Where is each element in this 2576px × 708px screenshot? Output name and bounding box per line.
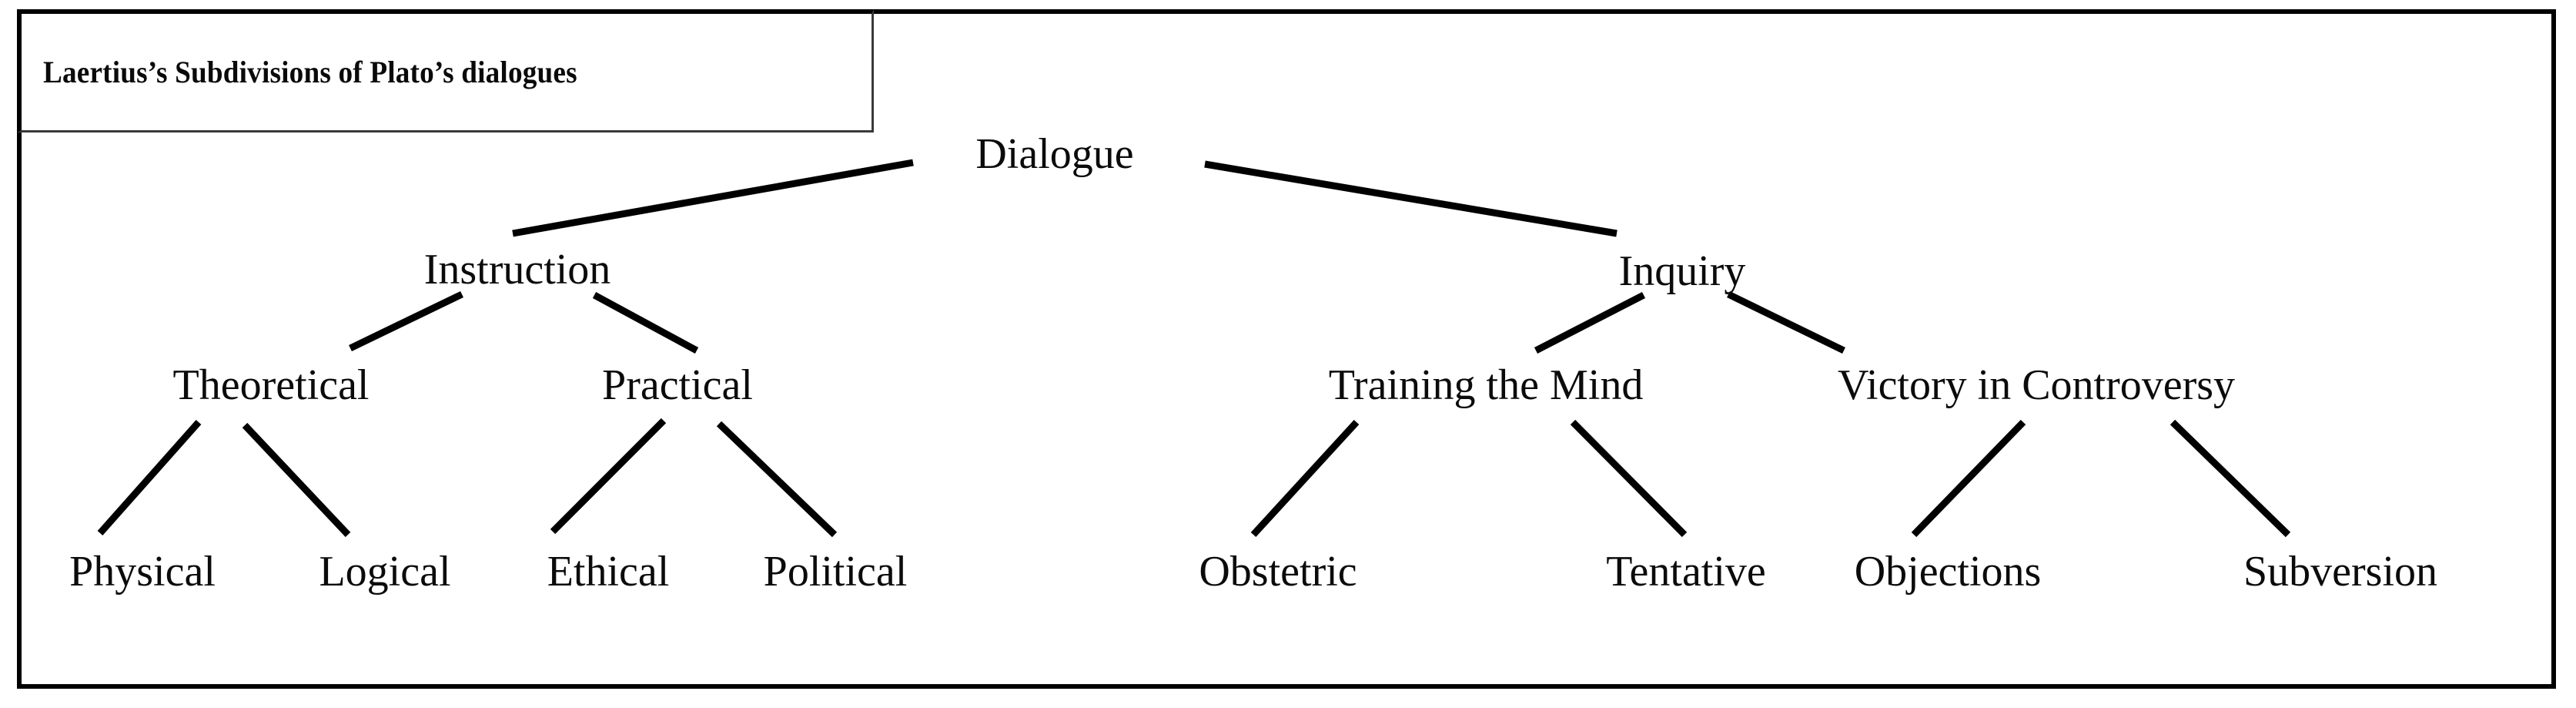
tree-node-ethical: Ethical xyxy=(547,548,670,596)
tree-node-practical: Practical xyxy=(602,361,753,409)
tree-node-training: Training the Mind xyxy=(1328,361,1644,409)
tree-node-subversion: Subversion xyxy=(2243,548,2437,596)
tree-node-instruction: Instruction xyxy=(423,246,611,294)
tree-node-theoretical: Theoretical xyxy=(172,361,370,409)
tree-node-political: Political xyxy=(763,548,908,596)
tree-node-physical: Physical xyxy=(69,548,216,596)
diagram-title-box: Laertius’s Subdivisions of Plato’s dialo… xyxy=(17,9,874,133)
tree-node-dialogue: Dialogue xyxy=(975,130,1134,178)
tree-node-inquiry: Inquiry xyxy=(1618,247,1746,295)
tree-node-objections: Objections xyxy=(1854,548,2042,596)
tree-node-obstetric: Obstetric xyxy=(1199,548,1357,596)
tree-node-logical: Logical xyxy=(319,548,451,596)
tree-node-victory: Victory in Controversy xyxy=(1837,361,2236,409)
diagram-title: Laertius’s Subdivisions of Plato’s dialo… xyxy=(43,55,577,89)
diagram-outer-frame xyxy=(17,9,2556,689)
tree-node-tentative: Tentative xyxy=(1606,548,1766,596)
